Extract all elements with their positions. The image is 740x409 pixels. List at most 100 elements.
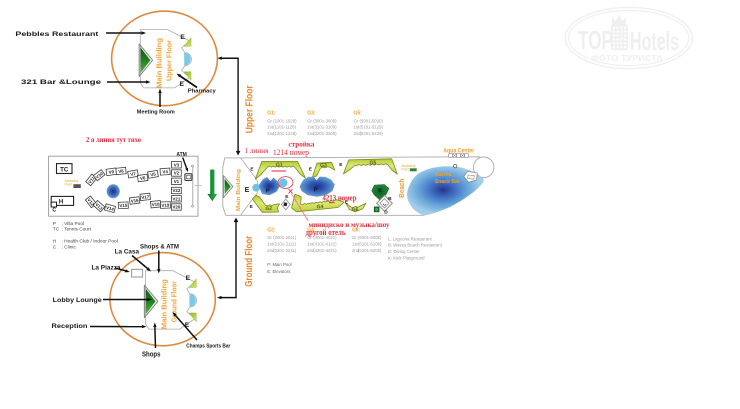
svg-text:V19: V19 (161, 203, 170, 208)
svg-text:G4:: G4: (307, 228, 316, 234)
svg-text:E: E (245, 187, 250, 194)
svg-text:1st: 1st (307, 242, 314, 247)
svg-text:(3001-3009): (3001-3009) (313, 118, 337, 123)
svg-text:Shops: Shops (142, 350, 161, 359)
svg-text:4213 номер: 4213 номер (323, 194, 357, 203)
svg-text:2nd: 2nd (354, 131, 362, 136)
svg-text:Reception: Reception (52, 323, 88, 330)
svg-text:C: C (52, 208, 56, 214)
svg-text:Assembly: Assembly (65, 179, 79, 183)
svg-text:E: E (186, 275, 191, 282)
svg-text:V3: V3 (174, 163, 180, 168)
svg-text:(4201-4221): (4201-4221) (313, 248, 337, 253)
svg-text:Gr: Gr (352, 235, 357, 240)
svg-text:K: Kidz Playground: K: Kidz Playground (388, 256, 425, 261)
svg-text:(2001-2011): (2001-2011) (273, 235, 297, 240)
svg-text:(1101-1128): (1101-1128) (273, 125, 296, 130)
svg-text:P: P (314, 187, 318, 193)
svg-text:K: K (378, 188, 382, 194)
svg-text:ATM: ATM (176, 152, 186, 158)
svg-text:Pebbles Restaurant: Pebbles Restaurant (15, 31, 99, 38)
svg-text:Main Building: Main Building (236, 169, 242, 211)
svg-text:Shops & ATM: Shops & ATM (140, 244, 179, 251)
svg-text:H: H (59, 199, 64, 206)
svg-text:E: E (180, 34, 185, 41)
svg-text:(1001-1028): (1001-1028) (273, 118, 297, 123)
svg-text:1st: 1st (307, 125, 314, 130)
svg-text:Gr: Gr (307, 235, 312, 240)
svg-text:Point: Point (402, 168, 409, 172)
svg-text:P: P (266, 188, 270, 194)
svg-text:B: B (388, 196, 392, 202)
svg-text:: Villa Pool: : Villa Pool (62, 221, 85, 227)
svg-text:E: E (285, 194, 289, 200)
svg-text:P: Main Pool: P: Main Pool (267, 262, 291, 267)
svg-text:(4101-4121): (4101-4121) (313, 242, 337, 247)
svg-text:E: E (345, 200, 349, 206)
svg-text:1st: 1st (354, 125, 361, 130)
svg-text:V20: V20 (172, 205, 180, 210)
svg-text:TC: TC (53, 227, 60, 233)
svg-text:V17: V17 (141, 194, 150, 200)
svg-text:Champs Sports Bar: Champs Sports Bar (186, 343, 231, 349)
svg-text:Marina: Marina (435, 172, 452, 178)
svg-text:Meeting Room: Meeting Room (137, 109, 175, 115)
svg-text:V13: V13 (94, 202, 104, 211)
svg-text:G6: G6 (352, 207, 359, 213)
svg-text:V18: V18 (152, 201, 161, 207)
svg-text:L: Lagoona Restaurant: L: Lagoona Restaurant (388, 236, 433, 241)
svg-text:Snack Bar: Snack Bar (435, 179, 460, 185)
svg-text:Pharmacy: Pharmacy (188, 88, 217, 94)
svg-text:(6201-6206): (6201-6206) (358, 248, 382, 253)
svg-text:2nd: 2nd (307, 248, 315, 253)
svg-text:G5:: G5: (354, 111, 363, 117)
svg-text:Gr: Gr (354, 118, 359, 123)
svg-text:Upper Floor: Upper Floor (164, 40, 173, 81)
svg-text:Lobby Lounge: Lobby Lounge (53, 297, 102, 304)
svg-text:Main Building: Main Building (154, 38, 163, 88)
svg-text:D: D (384, 210, 388, 216)
svg-text:2 я линия тут тихо: 2 я линия тут тихо (86, 135, 141, 144)
svg-text:B: Waves Beach Restaurant: B: Waves Beach Restaurant (388, 243, 443, 248)
svg-text:G2:: G2: (267, 228, 276, 234)
svg-text:(1201-1228): (1201-1228) (273, 131, 297, 136)
svg-text:E: E (309, 167, 313, 173)
svg-text:V15: V15 (119, 203, 128, 208)
svg-text:1st: 1st (267, 242, 274, 247)
svg-text:Beach: Beach (397, 179, 406, 198)
svg-text:V12: V12 (86, 197, 95, 207)
svg-text:(6101-6106): (6101-6106) (358, 242, 382, 247)
svg-text:D: Diving Center: D: Diving Center (388, 249, 420, 254)
svg-text:TOP: TOP (578, 25, 613, 55)
svg-text:(6001-6006): (6001-6006) (358, 235, 382, 240)
svg-text:1st: 1st (352, 242, 359, 247)
svg-text:E: E (339, 162, 343, 168)
svg-text:V7: V7 (130, 171, 137, 177)
svg-text:2nd: 2nd (267, 248, 275, 253)
svg-text:V14: V14 (106, 205, 115, 212)
svg-text:Gr: Gr (267, 235, 272, 240)
svg-text:G5: G5 (369, 160, 376, 166)
svg-text:(5001-5020): (5001-5020) (360, 118, 384, 123)
svg-text:P: P (53, 221, 56, 227)
svg-text:G4: G4 (317, 204, 324, 210)
svg-text:2nd: 2nd (352, 248, 360, 253)
svg-text:(2101-2111): (2101-2111) (273, 242, 296, 247)
svg-text:TC: TC (60, 166, 69, 173)
svg-text:V22: V22 (172, 188, 180, 193)
svg-text:: Health Club / Indoor Pool: : Health Club / Indoor Pool (62, 238, 118, 244)
svg-text:321 Bar &Lounge: 321 Bar &Lounge (21, 79, 102, 86)
svg-text:другой отель: другой отель (306, 228, 346, 237)
svg-text:: Clinic: : Clinic (62, 244, 77, 250)
svg-text:V10: V10 (95, 171, 105, 180)
svg-text:Point: Point (65, 183, 72, 187)
svg-text:V8: V8 (118, 168, 124, 174)
svg-text:Gr: Gr (307, 118, 312, 123)
svg-text:1214 номер: 1214 номер (273, 148, 309, 157)
svg-text:1st: 1st (267, 125, 274, 130)
svg-text:V2: V2 (174, 171, 180, 176)
svg-text:Hotels: Hotels (630, 26, 679, 56)
svg-text:Gr: Gr (267, 118, 272, 123)
svg-text:E: Elevators: E: Elevators (267, 269, 290, 274)
svg-text:E: E (250, 167, 254, 173)
